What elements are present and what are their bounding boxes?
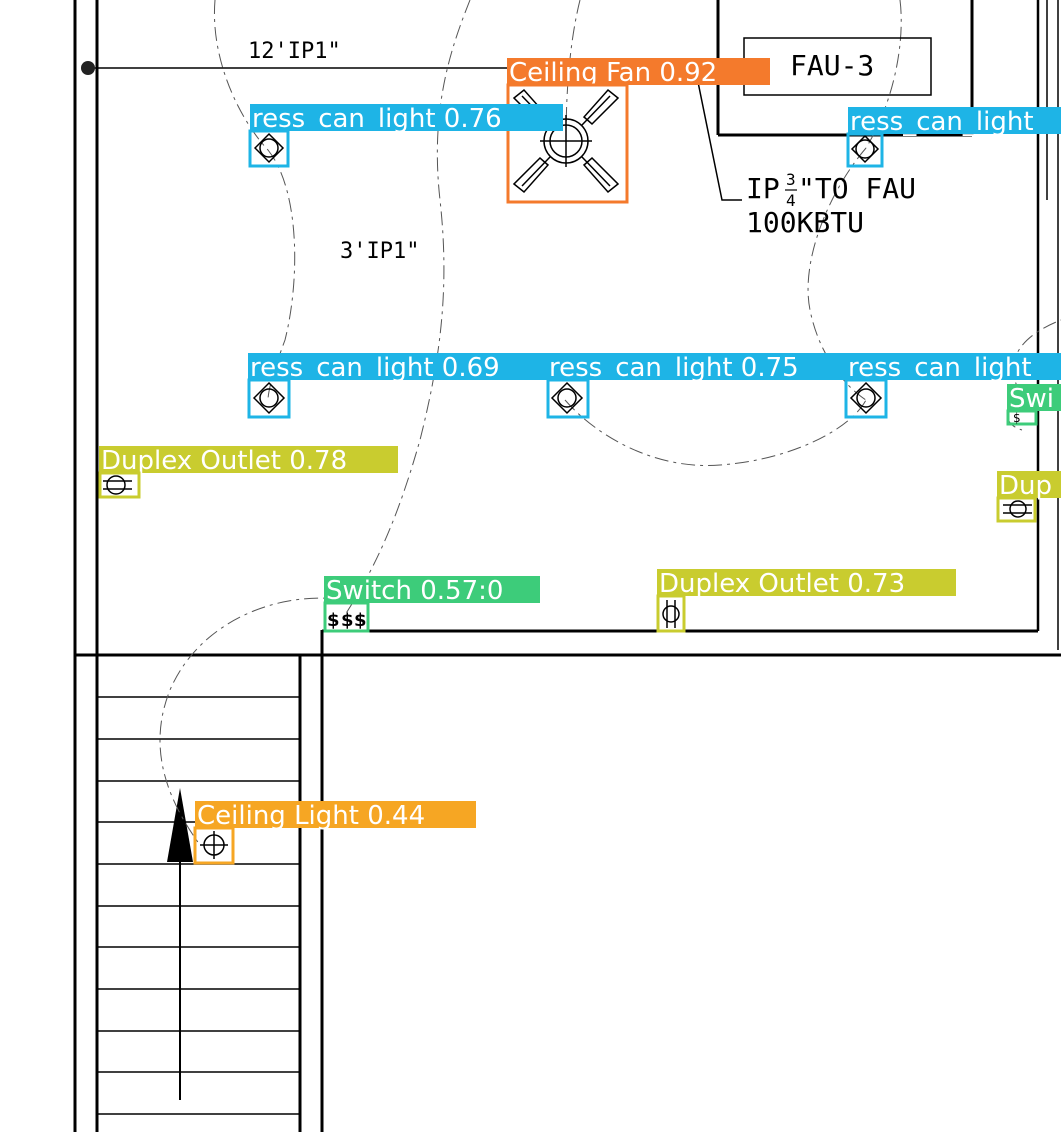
ceiling-light-bbox bbox=[193, 826, 235, 865]
detection-duplex-outlet[interactable]: Duplex Outlet 0.73 bbox=[656, 569, 956, 633]
can-light-bbox bbox=[247, 378, 291, 419]
can-light-bbox bbox=[546, 378, 590, 419]
svg-text:$: $ bbox=[341, 610, 354, 631]
can-light-label: ress_can_light 0.76 bbox=[252, 104, 502, 134]
detection-can-light[interactable]: ress_can_light 0.75 bbox=[546, 353, 847, 419]
fau-tag: FAU-3 bbox=[790, 49, 874, 82]
svg-text:"TO FAU: "TO FAU bbox=[798, 172, 916, 205]
detection-ceiling-light[interactable]: Ceiling Light 0.44 bbox=[193, 801, 476, 865]
stair-treads bbox=[97, 696, 300, 1115]
outlet-icon bbox=[1003, 500, 1032, 518]
can-light-icon bbox=[850, 134, 880, 164]
homerun-dot bbox=[81, 61, 95, 75]
annotation-run-12ft: 12'IP1" bbox=[248, 39, 341, 64]
switch-label-bg bbox=[1007, 384, 1061, 411]
walls bbox=[73, 0, 1061, 1132]
switch-label: Swi bbox=[1009, 384, 1054, 414]
can-light-bbox bbox=[844, 378, 888, 419]
outlet-bbox bbox=[656, 594, 686, 633]
outlet-bbox bbox=[996, 496, 1037, 523]
switch-label-bg bbox=[324, 576, 540, 603]
annotation-run-3ft: 3'IP1" bbox=[340, 239, 419, 264]
detection-duplex-outlet[interactable]: Dup bbox=[996, 471, 1061, 523]
can-light-label-bg bbox=[250, 104, 563, 131]
detection-duplex-outlet[interactable]: Duplex Outlet 0.78 bbox=[98, 446, 398, 499]
svg-text:$: $ bbox=[354, 610, 367, 631]
detection-can-light[interactable]: ress_can_light bbox=[846, 107, 1061, 168]
ceiling-light-label: Ceiling Light 0.44 bbox=[197, 801, 425, 831]
switch-icon: $ bbox=[1013, 411, 1021, 425]
can-light-bbox bbox=[846, 132, 884, 168]
outlet-icon bbox=[662, 600, 680, 628]
switch-icon: $ $ $ bbox=[327, 610, 367, 631]
can-light-icon bbox=[550, 381, 584, 415]
cad-annotations: 12'IP1" 3'IP1" FAU-3 IP 3 4 "TO FAU 100K… bbox=[81, 37, 932, 264]
outlet-bbox bbox=[98, 471, 141, 499]
outlet-icon bbox=[103, 475, 132, 495]
can-light-label-bg bbox=[848, 107, 1061, 134]
can-light-bbox bbox=[248, 129, 290, 168]
detection-can-light[interactable]: ress_can_light 0.69 bbox=[247, 353, 548, 419]
outlet-label: Duplex Outlet 0.73 bbox=[659, 569, 905, 599]
ceiling-light-icon bbox=[200, 831, 228, 859]
svg-text:$: $ bbox=[327, 610, 340, 631]
fan-label-bg bbox=[507, 58, 770, 85]
svg-text:IP: IP bbox=[746, 172, 780, 205]
can-light-icon bbox=[849, 381, 883, 415]
gas-leader-line bbox=[697, 81, 742, 201]
gas-load-note: 100KBTU bbox=[746, 206, 864, 239]
outlet-label: Dup bbox=[999, 471, 1052, 501]
detection-can-light[interactable]: ress_can_light bbox=[844, 353, 1061, 419]
switch-label: Switch 0.57:0 bbox=[326, 576, 503, 606]
svg-text:4: 4 bbox=[786, 191, 796, 210]
fan-bbox bbox=[506, 83, 629, 204]
can-light-label-bg bbox=[547, 353, 847, 380]
detection-can-light[interactable]: ress_can_light 0.76 bbox=[248, 104, 563, 168]
svg-text:3: 3 bbox=[786, 170, 796, 189]
switch-bbox bbox=[1006, 409, 1038, 426]
gas-line-note: IP 3 4 "TO FAU bbox=[746, 170, 916, 210]
detection-switch[interactable]: Swi $ bbox=[1006, 384, 1061, 426]
detection-switch[interactable]: Switch 0.57:0 $ $ $ bbox=[323, 576, 540, 633]
can-light-label: ress_can_light bbox=[850, 107, 1034, 137]
can-light-label: ress_can_light 0.69 bbox=[250, 353, 500, 383]
outlet-label: Duplex Outlet 0.78 bbox=[101, 446, 347, 476]
can-light-label-bg bbox=[248, 353, 548, 380]
stair-direction-arrow bbox=[167, 788, 193, 1100]
outlet-label-bg bbox=[657, 569, 956, 596]
can-light-icon bbox=[252, 381, 286, 415]
can-light-label: ress_can_light bbox=[848, 353, 1032, 383]
can-light-icon bbox=[253, 132, 285, 164]
can-light-label-bg bbox=[846, 353, 1061, 380]
outlet-label-bg bbox=[997, 471, 1061, 498]
outlet-label-bg bbox=[99, 446, 398, 473]
switch-bbox bbox=[323, 601, 370, 633]
fan-label: Ceiling Fan 0.92 bbox=[509, 58, 717, 88]
can-light-label: ress_can_light 0.75 bbox=[549, 353, 799, 383]
ceiling-light-label-bg bbox=[195, 801, 476, 828]
detection-ceiling-fan[interactable]: Ceiling Fan 0.92 bbox=[506, 58, 770, 204]
